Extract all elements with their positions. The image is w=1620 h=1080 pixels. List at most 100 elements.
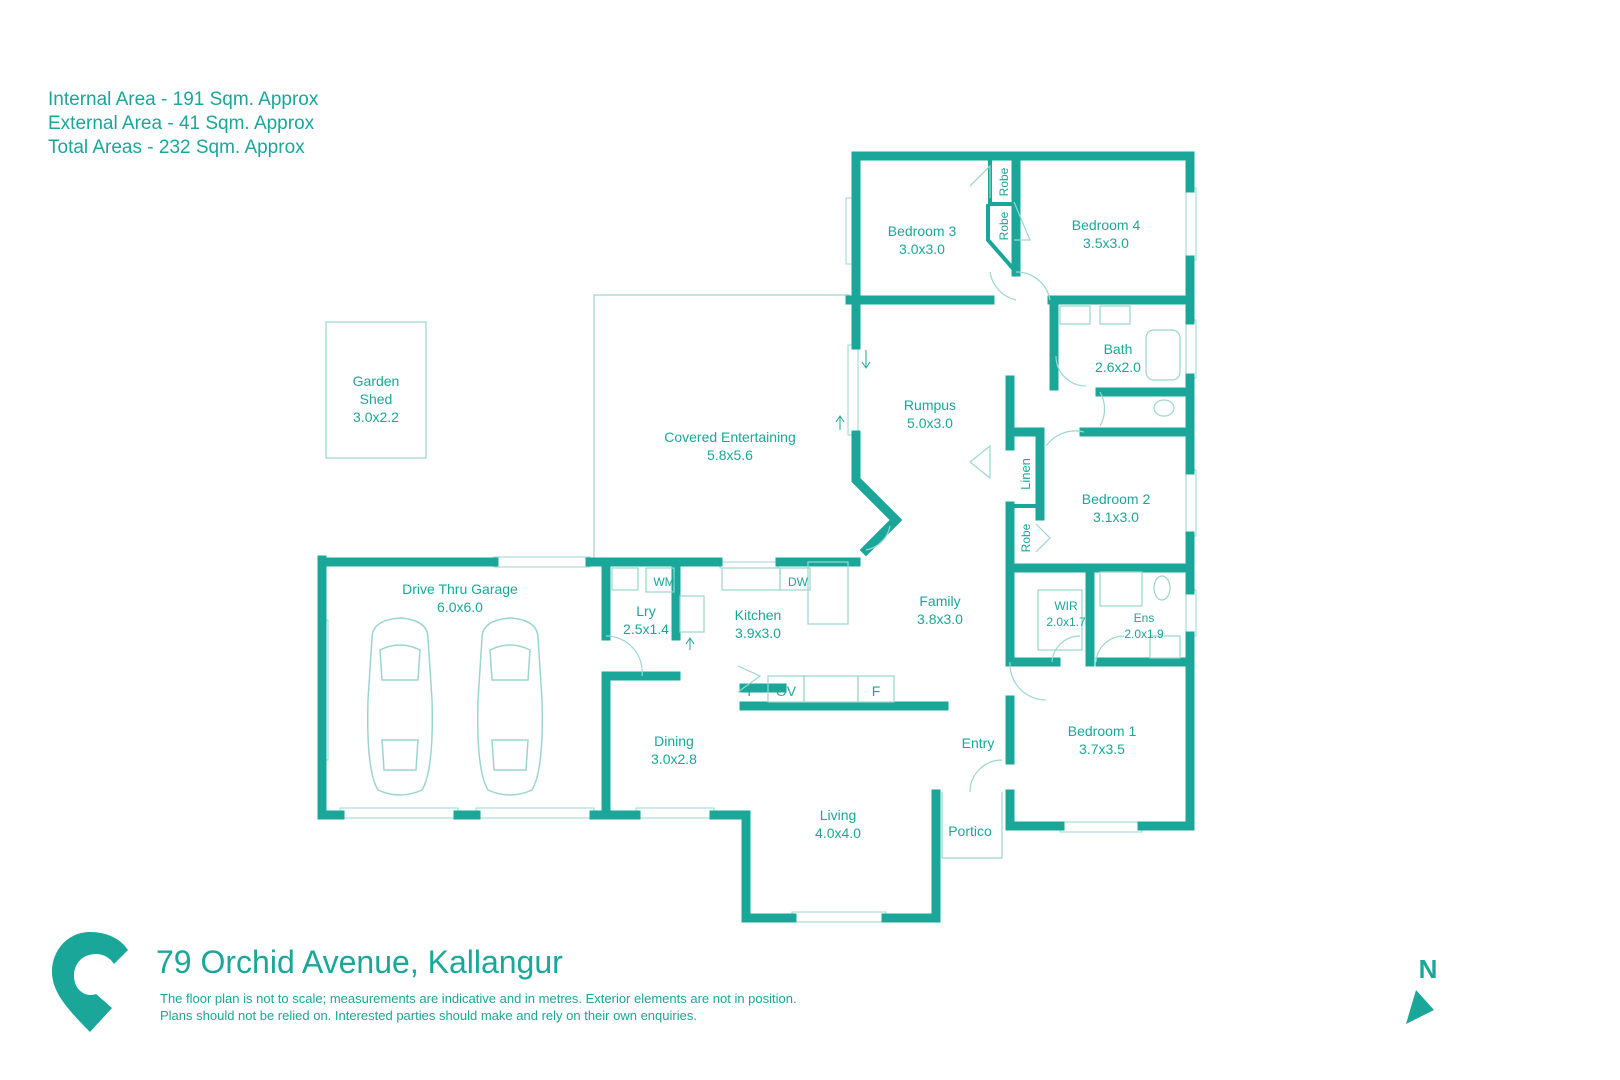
north-compass: N: [1406, 954, 1438, 1024]
robe-b-wall: [986, 204, 1018, 274]
bedroom4-size: 3.5x3.0: [1083, 235, 1129, 251]
ens-door-icon: [1095, 635, 1125, 663]
dishwasher-box: [779, 567, 811, 591]
washing-machine-label: WM: [653, 575, 674, 589]
portico-outline: [941, 792, 1003, 859]
garden-shed-name2: Shed: [360, 391, 393, 407]
garage-door-right: [475, 807, 595, 819]
living-wall-left: [709, 810, 797, 923]
living-wall-right: [881, 789, 941, 923]
thin-outlines: [325, 294, 1003, 859]
bedroom2-name: Bedroom 2: [1082, 491, 1151, 507]
rumpus-wall-diagonal: [851, 430, 903, 557]
bedroom1-door-icon: [1009, 661, 1047, 701]
bedroom1-name: Bedroom 1: [1068, 723, 1137, 739]
kitchen-name: Kitchen: [735, 607, 782, 623]
laundry-name: Lry: [636, 603, 655, 619]
bedroom-wing-top: [851, 151, 1195, 305]
bath-size: 2.6x2.0: [1095, 359, 1141, 375]
living-size: 4.0x4.0: [815, 825, 861, 841]
car-icon: [366, 617, 434, 796]
total-area-text: Total Areas - 232 Sqm. Approx: [48, 137, 305, 158]
family-name: Family: [919, 593, 960, 609]
pantry-label: P: [747, 683, 756, 699]
ens-shower-icon: [1099, 571, 1143, 607]
oven-label: OV: [776, 683, 797, 699]
kitchen-window: [719, 561, 779, 569]
ens-vanity-icon: [1149, 635, 1181, 659]
garage-wall-left-lower: [317, 755, 345, 820]
north-label: N: [1419, 954, 1438, 984]
ens-toilet-icon: [1153, 575, 1171, 601]
laundry-tub-icon: [611, 567, 639, 591]
pantry-door-icon: [737, 665, 762, 693]
door-swings: [605, 164, 1125, 793]
walls: [317, 151, 1195, 923]
bedroom1-wall-bottom: [1005, 789, 1065, 831]
kitchen-sink-icon: [721, 567, 781, 591]
garden-shed-outline: [325, 321, 427, 459]
fixtures: [611, 305, 1181, 703]
garage-size: 6.0x6.0: [437, 599, 483, 615]
ens-window: [1185, 589, 1197, 637]
bedroom2-door-icon: [1045, 430, 1085, 447]
laundry-size: 2.5x1.4: [623, 621, 669, 637]
bath-window: [1185, 319, 1197, 379]
cooktop-icon: [679, 595, 705, 633]
small-labels: WIR 2.0x1.7 Ens 2.0x1.9 WM DW P OV F Rob…: [653, 167, 1164, 699]
garage-name: Drive Thru Garage: [402, 581, 518, 597]
wir-door-icon: [1051, 635, 1081, 663]
laundry-door-icon: [605, 635, 643, 677]
entry-label: Entry: [962, 735, 995, 751]
linen-label: Linen: [1018, 458, 1033, 490]
room-labels: Garden Shed 3.0x2.2 Covered Entertaining…: [353, 217, 1151, 841]
bath-name: Bath: [1104, 341, 1133, 357]
east-wall-d: [1137, 631, 1195, 831]
toilet-door-icon: [1099, 391, 1106, 427]
toilet-icon: [1153, 399, 1175, 417]
living-name: Living: [820, 807, 857, 823]
living-window: [791, 911, 887, 923]
garden-shed-size: 3.0x2.2: [353, 409, 399, 425]
bath-vanity-icon: [1099, 305, 1131, 325]
bedroom4-door-icon: [1015, 271, 1051, 301]
bedroom1-size: 3.7x3.5: [1079, 741, 1125, 757]
bath-shower-icon: [1059, 305, 1091, 325]
kitchen-bench-side: [807, 561, 849, 625]
dining-window: [635, 807, 715, 819]
covered-entertaining-name: Covered Entertaining: [664, 429, 796, 445]
arrow-up-icon: [835, 415, 845, 430]
rumpus-name: Rumpus: [904, 397, 956, 413]
wir-size: 2.0x1.7: [1046, 615, 1086, 629]
agency-logo-icon: [52, 932, 128, 1032]
portico-label: Portico: [948, 823, 992, 839]
bath-door-icon: [1055, 355, 1087, 387]
robe-a-door-icon: [969, 164, 991, 198]
arrow-down-icon: [861, 350, 871, 369]
door-arrows: [685, 350, 871, 650]
ens-size: 2.0x1.9: [1124, 627, 1164, 641]
garden-shed-name1: Garden: [353, 373, 400, 389]
area-summary: Internal Area - 191 Sqm. Approx External…: [48, 88, 318, 160]
robe-c-door-icon: [1035, 523, 1051, 553]
kitchen-size: 3.9x3.0: [735, 625, 781, 641]
family-size: 3.8x3.0: [917, 611, 963, 627]
bedroom3-size: 3.0x3.0: [899, 241, 945, 257]
property-address: 79 Orchid Avenue, Kallangur: [156, 944, 563, 980]
garage-cars: [366, 617, 544, 796]
bedroom3-door-icon: [989, 271, 1017, 301]
external-area-text: External Area - 41 Sqm. Approx: [48, 113, 315, 134]
bedroom2-window: [1185, 469, 1197, 537]
covered-entertaining-outline: [593, 294, 850, 561]
ens-name: Ens: [1134, 611, 1155, 625]
washing-machine-box: [645, 567, 675, 593]
rumpus-sliding-door: [847, 344, 859, 436]
bench-cabinet: [803, 675, 859, 703]
bedroom4-window: [1185, 187, 1197, 261]
dining-name: Dining: [654, 733, 694, 749]
disclaimer: The floor plan is not to scale; measurem…: [160, 990, 797, 1024]
bathtub-icon: [1145, 329, 1181, 381]
disclaimer-line-2: Plans should not be relied on. Intereste…: [160, 1008, 697, 1023]
dishwasher-label: DW: [788, 575, 809, 589]
